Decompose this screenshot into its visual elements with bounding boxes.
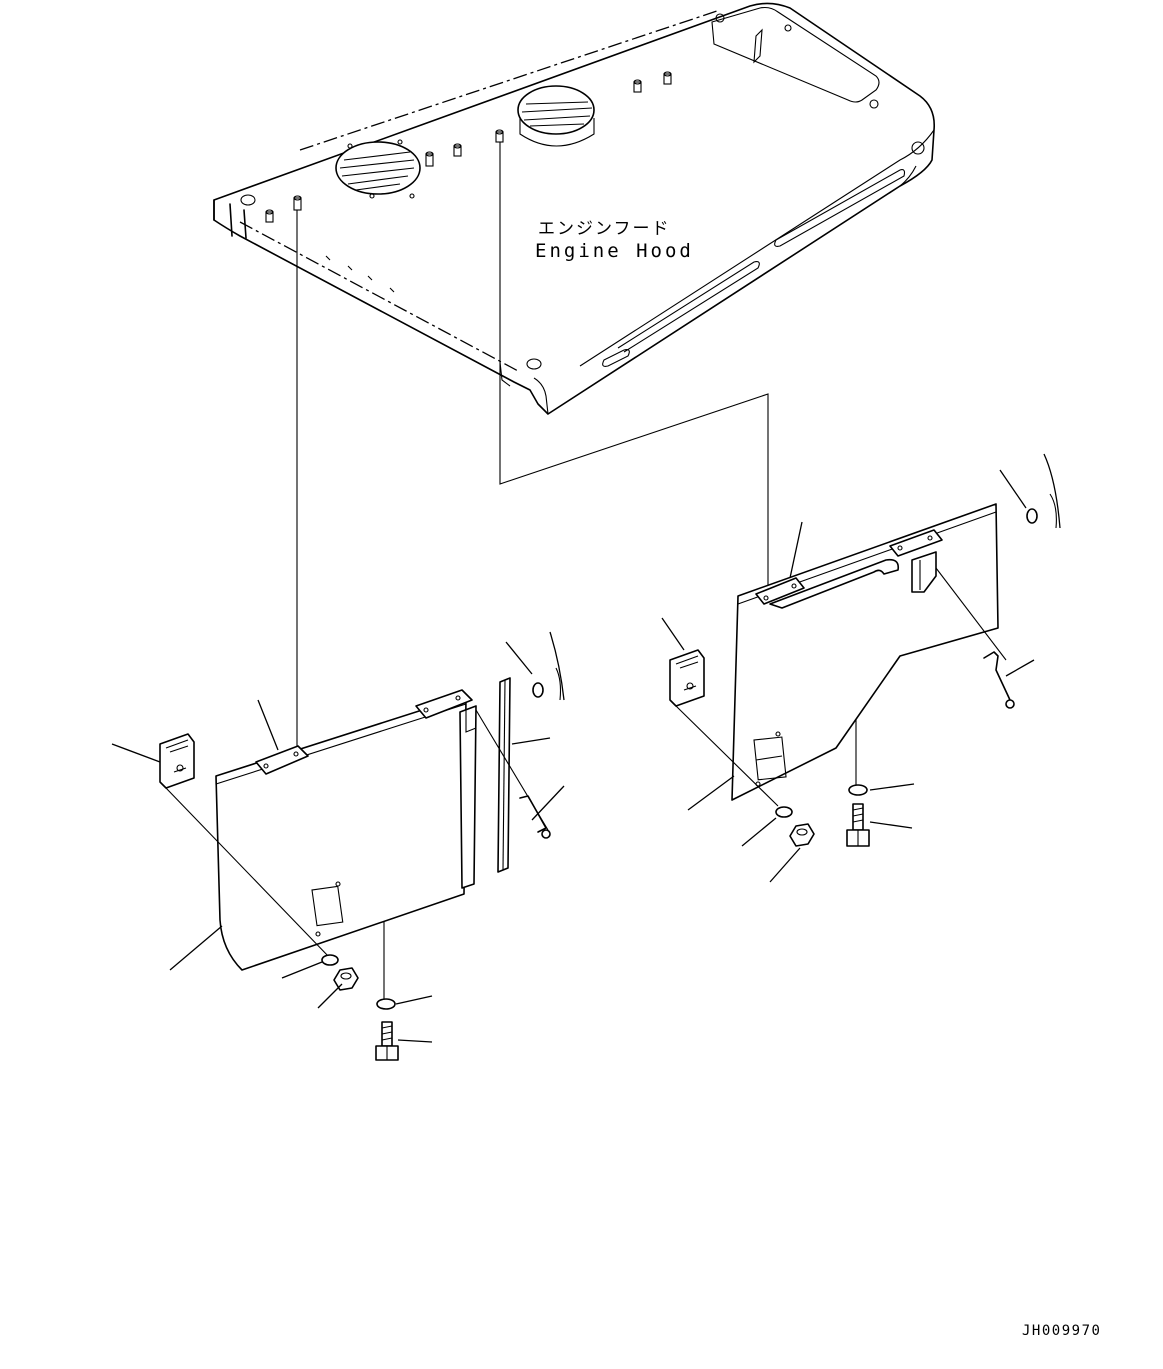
leader-lines	[111, 453, 1061, 1043]
engine-hood-label-en: Engine Hood	[535, 240, 694, 262]
drawing-number: JH009970	[1022, 1323, 1102, 1339]
right-side-door	[669, 493, 1057, 847]
engine-hood-label-jp: エンジンフード	[538, 219, 671, 239]
engine-hood	[213, 2, 936, 415]
left-side-door	[159, 667, 562, 1061]
